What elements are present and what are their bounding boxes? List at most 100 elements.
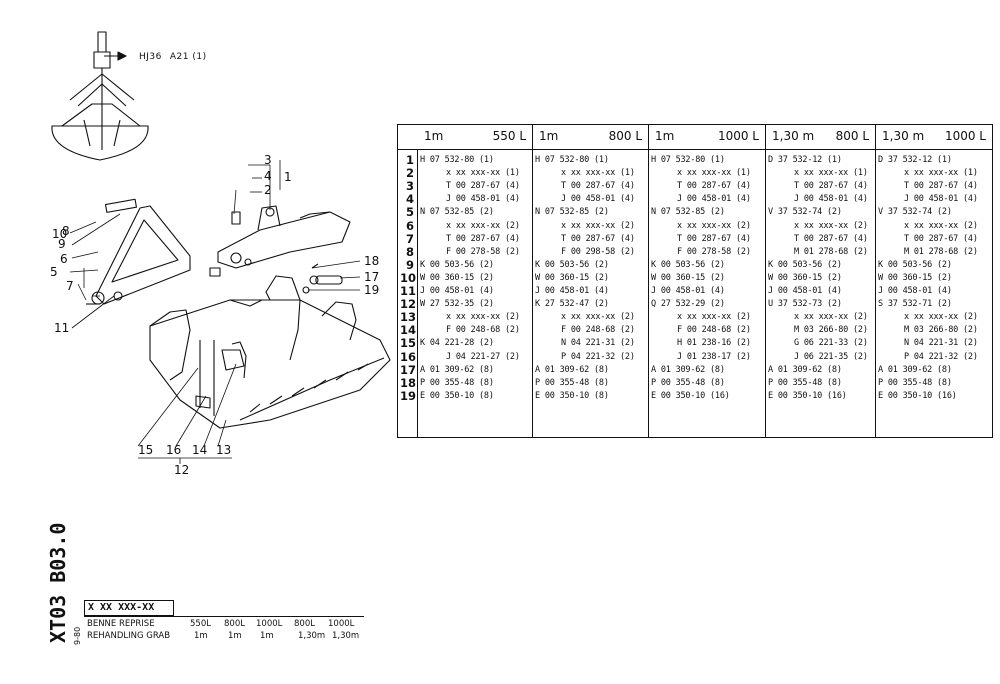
part-cell: H 07 532-80 (1) (535, 155, 609, 165)
hj36-code: HJ36 (139, 52, 162, 62)
column-volume: 1000 L (944, 129, 986, 143)
exploded-parts-drawing (51, 31, 391, 464)
part-cell: Q 27 532-29 (2) (651, 299, 725, 310)
part-cell: K 27 532-47 (2) (535, 299, 609, 310)
part-cell: x xx xxx-xx (2) (904, 312, 978, 323)
part-cell: W 00 360-15 (2) (651, 272, 725, 283)
part-cell: J 06 221-35 (2) (794, 351, 868, 362)
part-cell: F 00 248-68 (2) (446, 325, 520, 336)
callout-1: 1 (284, 170, 292, 184)
callout-18: 18 (364, 254, 380, 268)
callout-13: 13 (216, 443, 232, 457)
part-cell: T 00 287-67 (4) (677, 233, 751, 244)
part-cell: J 00 458-01 (4) (561, 194, 635, 205)
part-cell: J 00 458-01 (4) (904, 194, 978, 205)
capacity-volume: 1000L (328, 619, 355, 629)
part-cell: W 00 360-15 (2) (535, 272, 609, 283)
part-cell: A 01 309-62 (8) (768, 364, 842, 375)
row-number: 4 (405, 192, 414, 207)
callout-11: 11 (54, 321, 70, 335)
part-cell: K 04 221-28 (2) (420, 338, 494, 349)
callout-19: 19 (364, 283, 380, 297)
callout-16: 16 (166, 443, 182, 457)
part-cell: F 00 278-58 (2) (446, 246, 520, 257)
row-number: 1 (405, 153, 414, 167)
part-cell: T 00 287-67 (4) (904, 181, 978, 192)
part-cell: x xx xxx-xx (2) (794, 220, 868, 231)
capacity-size: 1m (194, 631, 208, 641)
row-number: 19 (400, 388, 417, 403)
callout-6: 6 (60, 252, 68, 266)
part-cell: E 00 350-10 (16) (768, 390, 847, 401)
col-divider-2 (648, 125, 649, 437)
part-cell: H 01 238-16 (2) (677, 338, 751, 349)
part-cell: D 37 532-12 (1) (878, 155, 952, 165)
part-cell: J 00 458-01 (4) (535, 286, 609, 296)
part-cell: W 00 360-15 (2) (878, 272, 952, 283)
label-french: BENNE REPRISE (87, 619, 155, 629)
column-volume: 550 L (492, 129, 526, 143)
part-cell: P 00 355-48 (8) (535, 377, 609, 388)
part-cell: P 00 355-48 (8) (420, 377, 494, 388)
part-cell: K 00 503-56 (2) (878, 259, 952, 270)
part-cell: S 37 532-71 (2) (878, 299, 952, 310)
column-size: 1m (655, 129, 675, 143)
title-block: X XX XXX-XX BENNE REPRISE REHANDLING GRA… (84, 600, 364, 646)
part-cell: T 00 287-67 (4) (904, 233, 978, 244)
part-cell: V 37 532-74 (2) (768, 207, 842, 218)
row-number: 13 (400, 310, 417, 325)
title-divider (84, 616, 364, 617)
part-number-box: X XX XXX-XX (84, 600, 174, 616)
part-cell: x xx xxx-xx (1) (561, 168, 635, 179)
part-cell: E 00 350-10 (16) (878, 390, 957, 401)
part-cell: M 03 266-80 (2) (904, 325, 978, 336)
pin-illustration (302, 263, 343, 294)
part-cell: T 00 287-67 (4) (446, 181, 520, 192)
part-cell: K 00 503-56 (2) (420, 259, 494, 270)
part-cell: A 01 309-62 (8) (878, 364, 952, 375)
part-cell: J 00 458-01 (4) (677, 194, 751, 205)
part-cell: E 00 350-10 (8) (535, 390, 609, 401)
part-cell: W 27 532-35 (2) (420, 299, 494, 310)
part-cell: P 00 355-48 (8) (651, 377, 725, 388)
part-cell: K 00 503-56 (2) (651, 259, 725, 270)
capacity-volume: 800L (224, 619, 245, 629)
column-size: 1,30 m (772, 129, 815, 143)
row-number: 17 (400, 362, 417, 377)
row-number: 2 (405, 166, 414, 181)
row-number: 12 (400, 297, 417, 312)
part-cell: T 00 287-67 (4) (677, 181, 751, 192)
capacity-size: 1m (228, 631, 242, 641)
callout-9: 9 (58, 237, 66, 251)
part-cell: T 00 287-67 (4) (794, 233, 868, 244)
part-cell: W 00 360-15 (2) (768, 272, 842, 283)
column-size: 1m (539, 129, 559, 143)
callout-3: 3 (264, 153, 272, 167)
row-number: 5 (405, 205, 414, 220)
part-cell: D 37 532-12 (1) (768, 155, 842, 165)
part-cell: x xx xxx-xx (1) (794, 168, 868, 179)
upper-arm-illustration (209, 205, 351, 277)
part-cell: T 00 287-67 (4) (561, 233, 635, 244)
part-cell: K 00 503-56 (2) (535, 259, 609, 270)
overview-grab-illustration (51, 31, 149, 161)
part-cell: E 00 350-10 (8) (420, 390, 494, 401)
row-number: 11 (400, 284, 417, 298)
row-number: 16 (400, 349, 417, 364)
capacity-volume: 800L (294, 619, 315, 629)
part-cell: x xx xxx-xx (2) (904, 220, 978, 231)
document-code-text: XT03 B03.0 (46, 522, 70, 643)
col-divider-4 (875, 125, 876, 437)
row-number: 10 (400, 270, 417, 285)
column-size: 1,30 m (882, 129, 925, 143)
row-number: 3 (405, 179, 414, 194)
col-divider-1 (532, 125, 533, 437)
row-number: 14 (400, 323, 417, 338)
part-cell: J 01 238-17 (2) (677, 351, 751, 362)
part-cell: E 00 350-10 (16) (651, 390, 730, 401)
